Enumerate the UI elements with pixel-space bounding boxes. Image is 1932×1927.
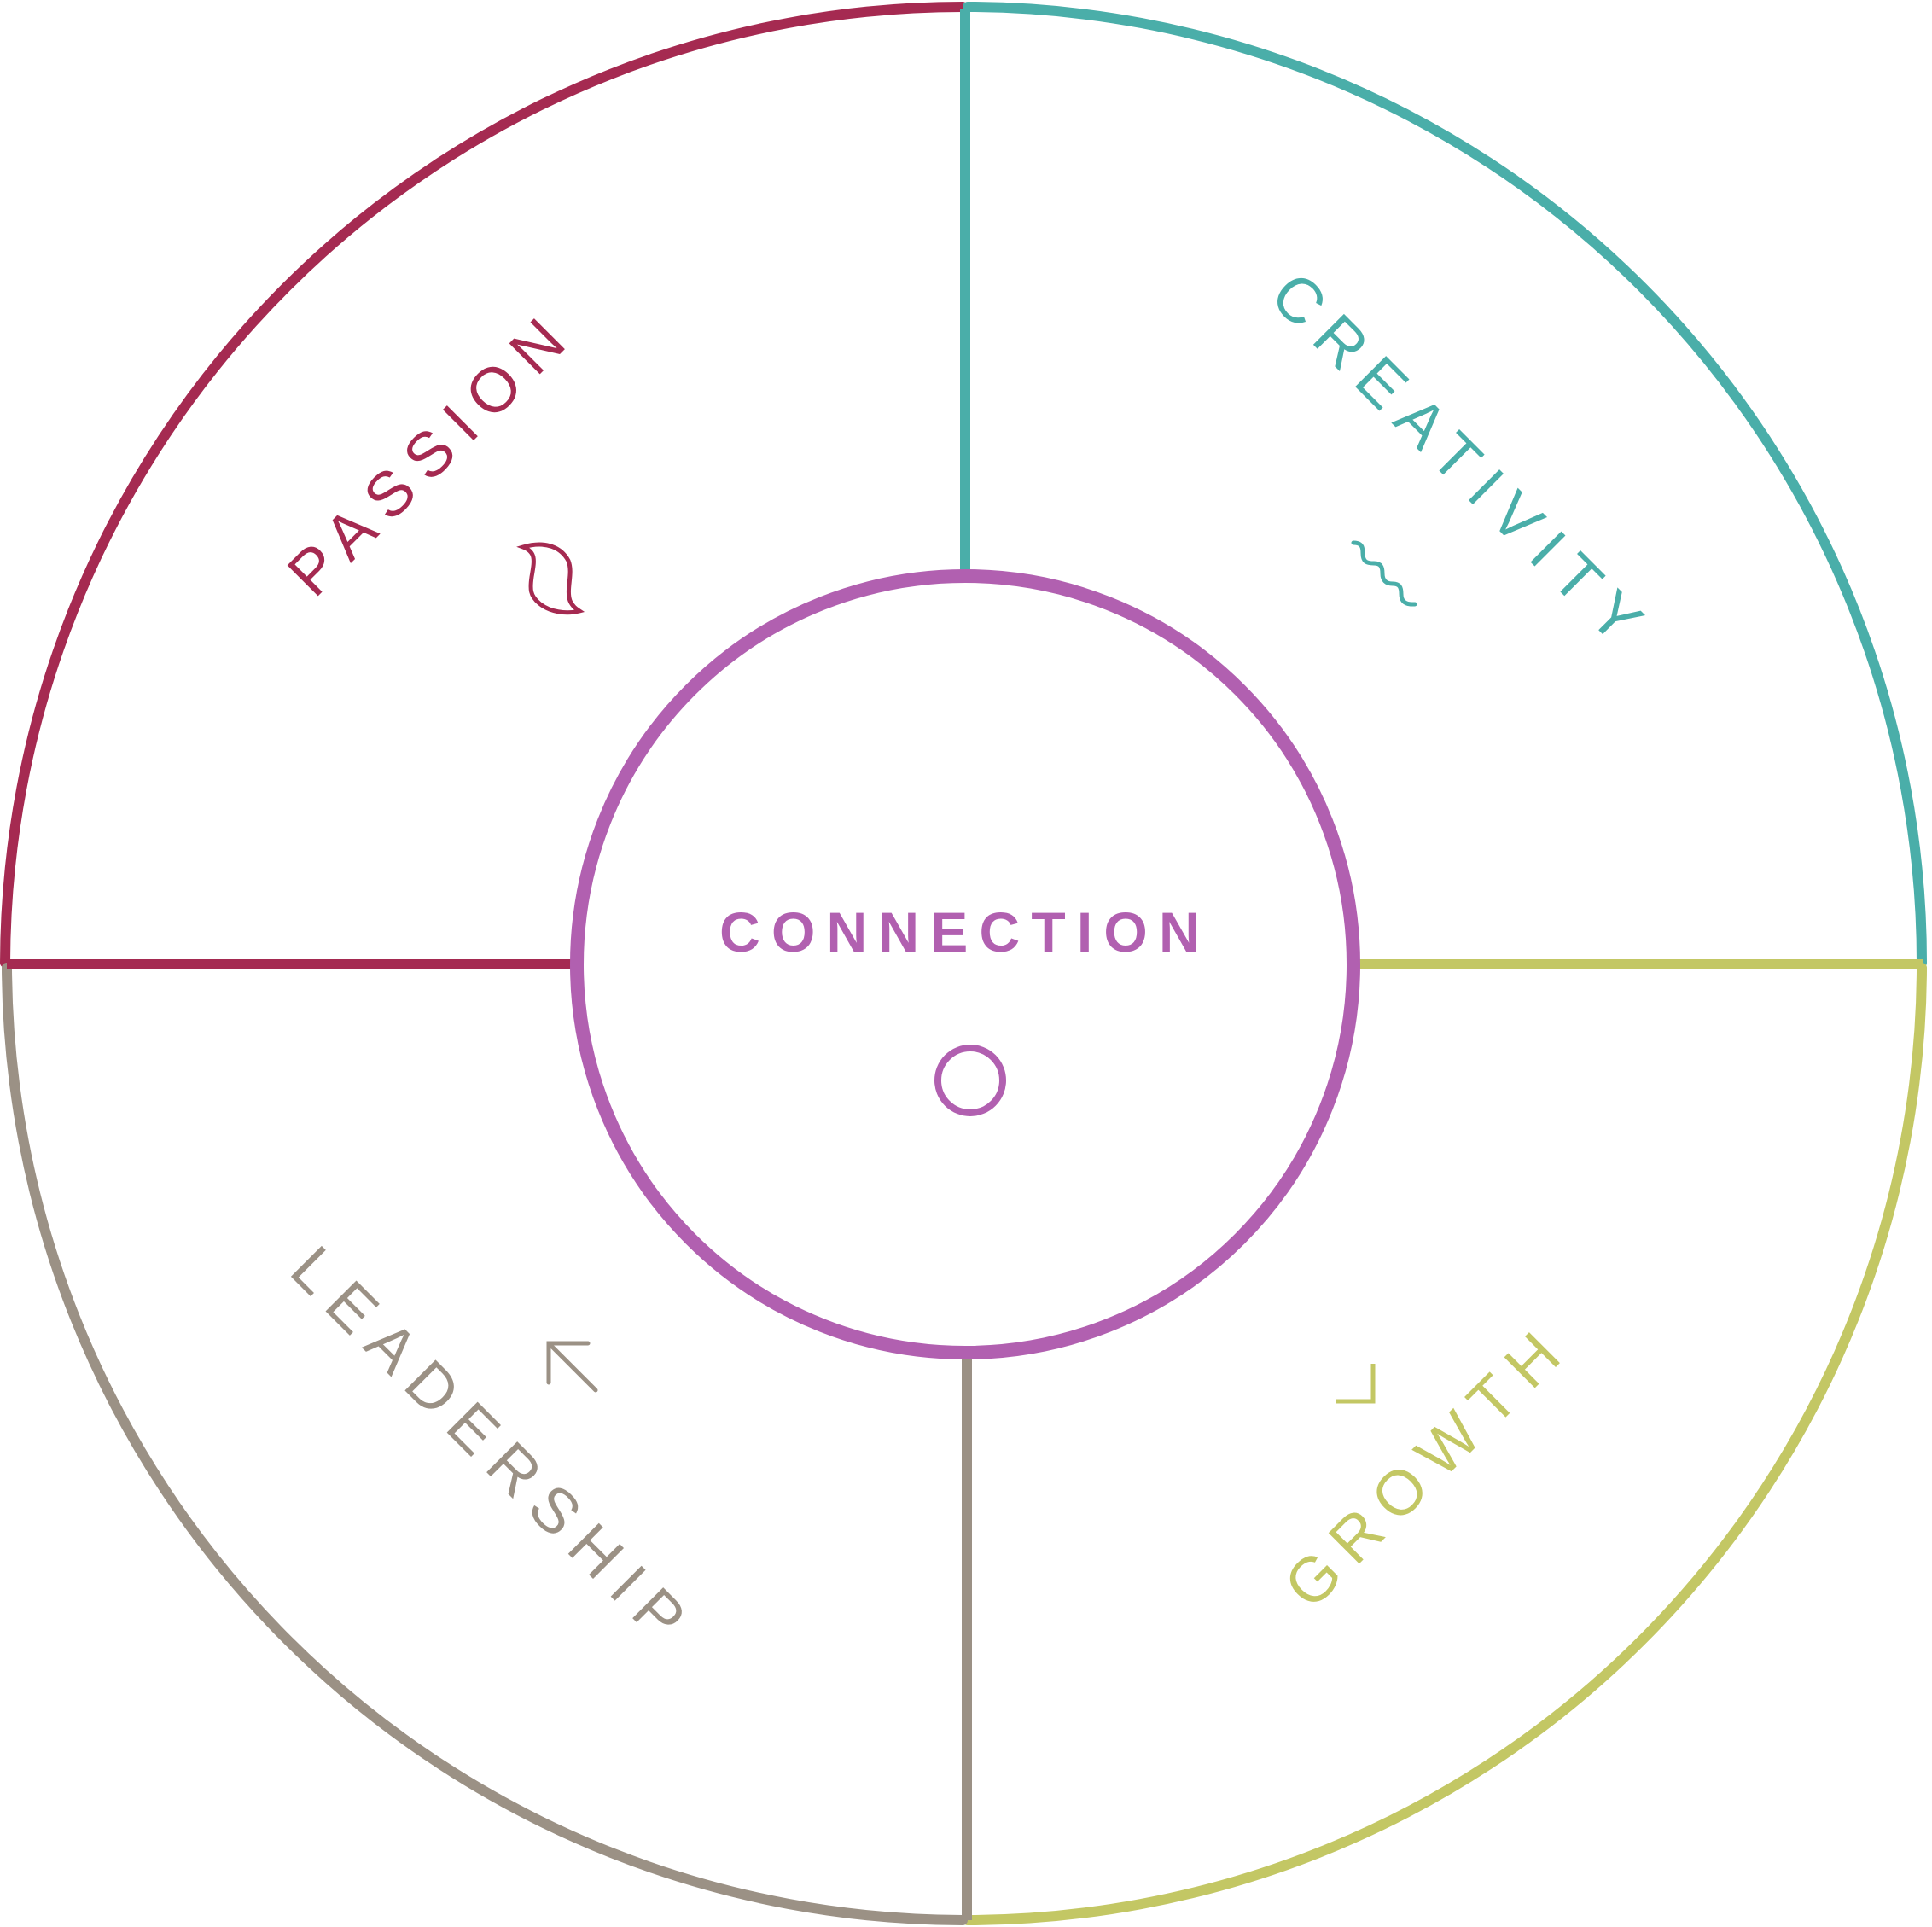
circle-icon xyxy=(934,1045,1006,1116)
center-circle xyxy=(570,569,1360,1359)
growth-arc xyxy=(963,963,1927,1925)
corner-bracket-icon xyxy=(1336,1364,1376,1404)
wave-icon xyxy=(1351,540,1417,607)
center-label: CONNECTION xyxy=(719,900,1211,964)
leadership-label: LEADERSHIP xyxy=(277,1232,708,1663)
growth-label: GROWTH xyxy=(1271,1309,1583,1621)
creativity-label: CREATIVITY xyxy=(1258,259,1666,667)
flame-icon xyxy=(516,542,585,615)
creativity-arc xyxy=(963,2,1927,968)
arrow-up-left-icon xyxy=(546,1341,598,1393)
passion-arc xyxy=(0,2,968,968)
leadership-arc xyxy=(2,963,968,1925)
dividers xyxy=(7,9,1923,1920)
passion-label: PASSION xyxy=(274,295,588,609)
